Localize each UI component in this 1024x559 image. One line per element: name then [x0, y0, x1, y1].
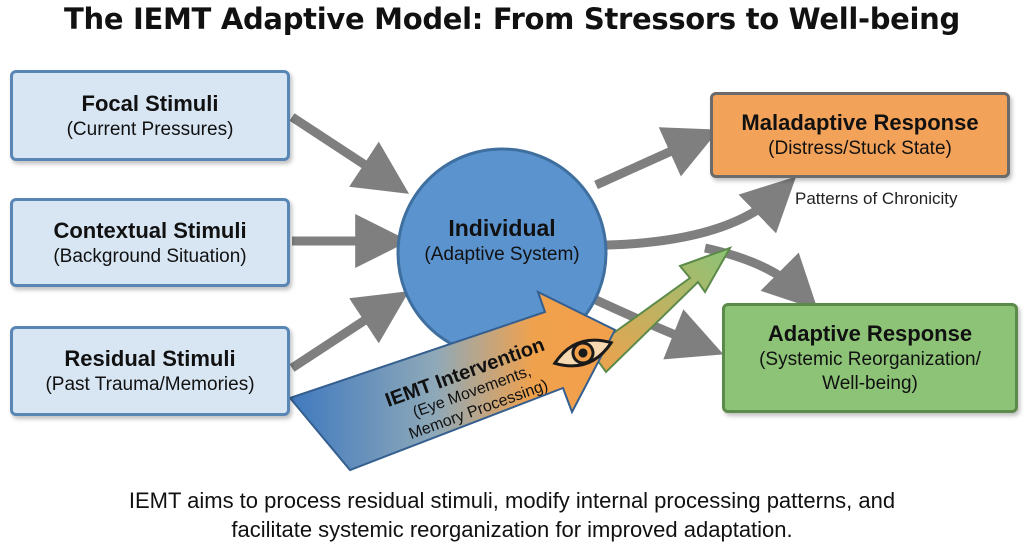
- arrow-individual-to-maladaptive: [594, 127, 719, 190]
- maladaptive-response-desc: (Distress/Stuck State): [768, 138, 952, 159]
- adaptive-response-label: Adaptive Response: [767, 321, 973, 346]
- adaptive-response-desc-1: (Systemic Reorganization/: [759, 349, 981, 370]
- contextual-stimuli-desc: (Background Situation): [53, 245, 247, 267]
- individual-label: Individual: [448, 215, 556, 241]
- adaptive-response-box: Adaptive Response (Systemic Reorganizati…: [722, 303, 1018, 413]
- maladaptive-response-box: Maladaptive Response (Distress/Stuck Sta…: [710, 92, 1010, 178]
- focal-stimuli-label: Focal Stimuli: [81, 90, 219, 116]
- adaptive-response-desc-2: Well-being): [822, 373, 918, 394]
- chronicity-note: Patterns of Chronicity: [795, 189, 958, 208]
- residual-stimuli-desc: (Past Trauma/Memories): [45, 374, 255, 395]
- focal-stimuli-box: Focal Stimuli (Current Pressures): [10, 70, 290, 161]
- page-title: The IEMT Adaptive Model: From Stressors …: [64, 2, 960, 36]
- arrow-focal-to-individual: [289, 113, 410, 194]
- intervention-arrow: [288, 290, 617, 472]
- arrow-residual-to-individual: [289, 291, 410, 372]
- maladaptive-response-label: Maladaptive Response: [741, 110, 979, 135]
- footer-caption: IEMT aims to process residual stimuli, m…: [0, 486, 1024, 544]
- individual-text: Individual (Adaptive System): [398, 214, 606, 268]
- footer-line-2: facilitate systemic reorganization for i…: [231, 517, 793, 542]
- contextual-stimuli-box: Contextual Stimuli (Background Situation…: [10, 198, 290, 287]
- contextual-stimuli-label: Contextual Stimuli: [53, 217, 247, 243]
- footer-line-1: IEMT aims to process residual stimuli, m…: [128, 488, 896, 513]
- eye-icon: [552, 338, 614, 368]
- focal-stimuli-desc: (Current Pressures): [66, 118, 234, 140]
- residual-stimuli-label: Residual Stimuli: [64, 346, 236, 371]
- individual-desc: (Adaptive System): [424, 244, 580, 265]
- intervention-arrow-green: [588, 246, 733, 374]
- residual-stimuli-box: Residual Stimuli (Past Trauma/Memories): [10, 326, 290, 416]
